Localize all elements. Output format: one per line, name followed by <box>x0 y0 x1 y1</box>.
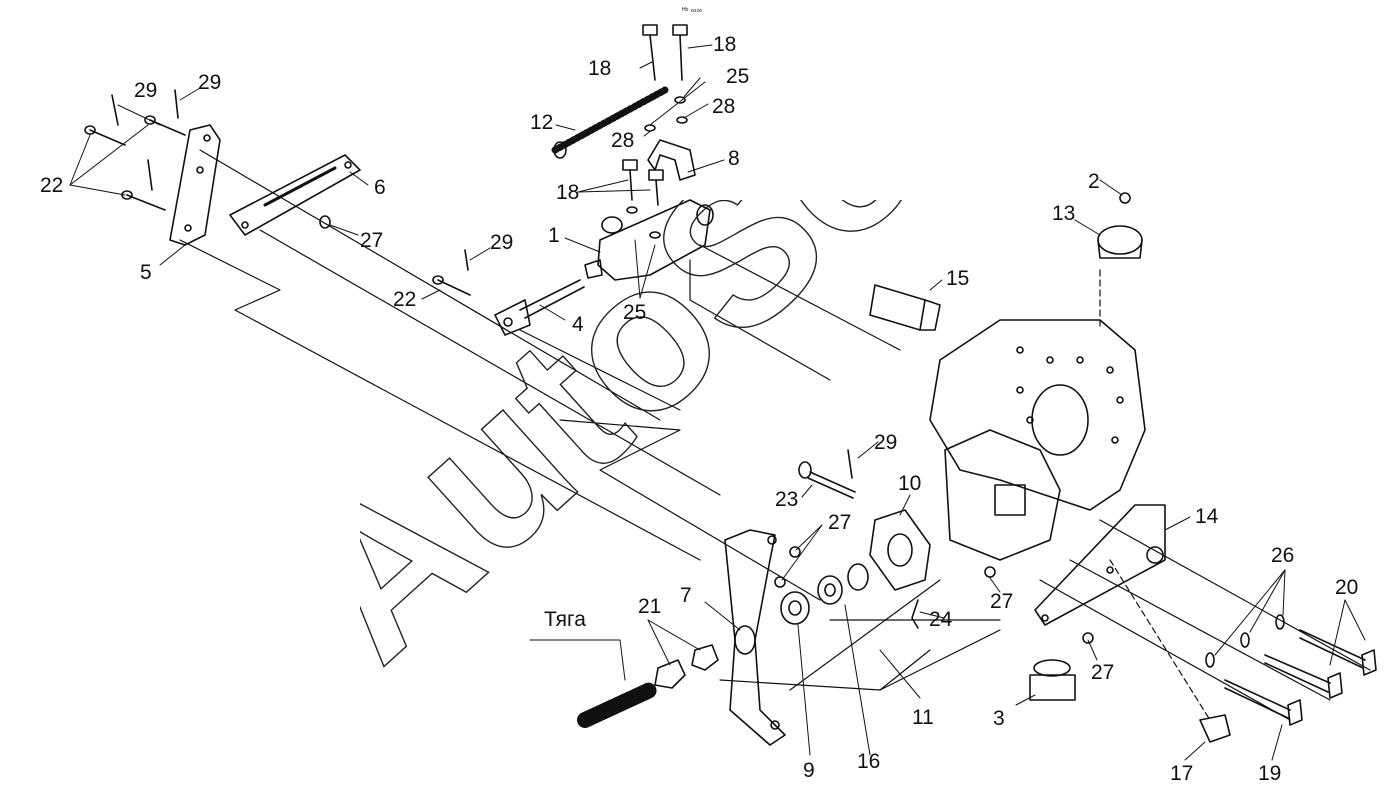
valve-body-part-1 <box>584 199 714 281</box>
rod-label-tyaga: Тяга <box>544 608 586 631</box>
callout-24: 24 <box>929 608 953 631</box>
callout-26: 26 <box>1271 544 1295 567</box>
flange-part-10 <box>869 509 931 591</box>
plug-part-13 <box>1097 192 1143 259</box>
brake-housing <box>929 319 1146 561</box>
lever-part-7 <box>724 529 786 746</box>
callout-21: 21 <box>638 595 662 618</box>
callout-10: 10 <box>898 472 922 495</box>
spring-part-12 <box>551 86 669 159</box>
callout-27-c: 27 <box>990 590 1014 613</box>
washers-part-25-28 <box>626 96 688 239</box>
callout-4: 4 <box>572 313 584 336</box>
pin-part-23 <box>798 461 856 499</box>
assembly-guide-lines <box>179 149 1371 721</box>
rod-tyaga <box>577 644 719 728</box>
callout-25-b: 25 <box>623 301 647 324</box>
washers-part-26-27 <box>319 215 1285 668</box>
bolts-part-19-20 <box>1224 629 1377 726</box>
callout-1: 1 <box>548 224 560 247</box>
callout-22-b: 22 <box>393 288 417 311</box>
callout-28-a: 28 <box>712 95 736 118</box>
callout-11: 11 <box>912 706 934 729</box>
cotter-pins-part-29 <box>111 89 853 479</box>
header-mark: ᴴᵇ ∞∞ <box>682 6 703 15</box>
slotted-bar-part-6 <box>229 154 361 236</box>
plug-part-3 <box>1029 659 1076 701</box>
callout-5: 5 <box>140 261 152 284</box>
callout-15: 15 <box>946 267 970 290</box>
callout-leaders <box>69 44 1366 761</box>
callout-27-a: 27 <box>360 229 384 252</box>
callout-7: 7 <box>680 584 692 607</box>
spring-part-15 <box>869 284 941 331</box>
callout-12: 12 <box>530 111 554 134</box>
callout-29-b: 29 <box>198 71 222 94</box>
callout-3: 3 <box>993 707 1005 730</box>
bushing-part-16 <box>817 575 843 605</box>
callout-18-a: 18 <box>588 57 612 80</box>
callout-14: 14 <box>1195 505 1219 528</box>
callout-18-c: 18 <box>556 181 580 204</box>
callout-25-a: 25 <box>726 65 750 88</box>
plate-part-14 <box>1034 504 1166 626</box>
callout-2: 2 <box>1088 170 1100 193</box>
callout-9: 9 <box>803 759 815 782</box>
lever-part-5 <box>169 124 221 246</box>
callout-22-a: 22 <box>40 174 64 197</box>
bolts-part-18 <box>622 24 688 206</box>
rod-part-4 <box>494 279 585 336</box>
callout-19: 19 <box>1258 762 1282 785</box>
ring-part-11 <box>847 563 869 591</box>
callout-18-b: 18 <box>713 33 737 56</box>
plug-part-17 <box>1199 714 1231 743</box>
callout-28-b: 28 <box>611 129 635 152</box>
callout-8: 8 <box>728 147 740 170</box>
callout-13: 13 <box>1052 202 1076 225</box>
callout-29-d: 29 <box>874 431 898 454</box>
callout-23: 23 <box>775 488 799 511</box>
callout-6: 6 <box>374 176 386 199</box>
bushing-part-9 <box>780 591 810 625</box>
callout-27-b: 27 <box>828 511 852 534</box>
callout-20: 20 <box>1335 576 1359 599</box>
callout-17: 17 <box>1170 762 1194 785</box>
callout-16: 16 <box>857 750 881 773</box>
bracket-part-8 <box>647 139 696 181</box>
clip-part-24 <box>911 599 919 629</box>
callout-29-a: 29 <box>134 79 158 102</box>
callout-29-c: 29 <box>490 231 514 254</box>
callout-27-d: 27 <box>1091 661 1115 684</box>
